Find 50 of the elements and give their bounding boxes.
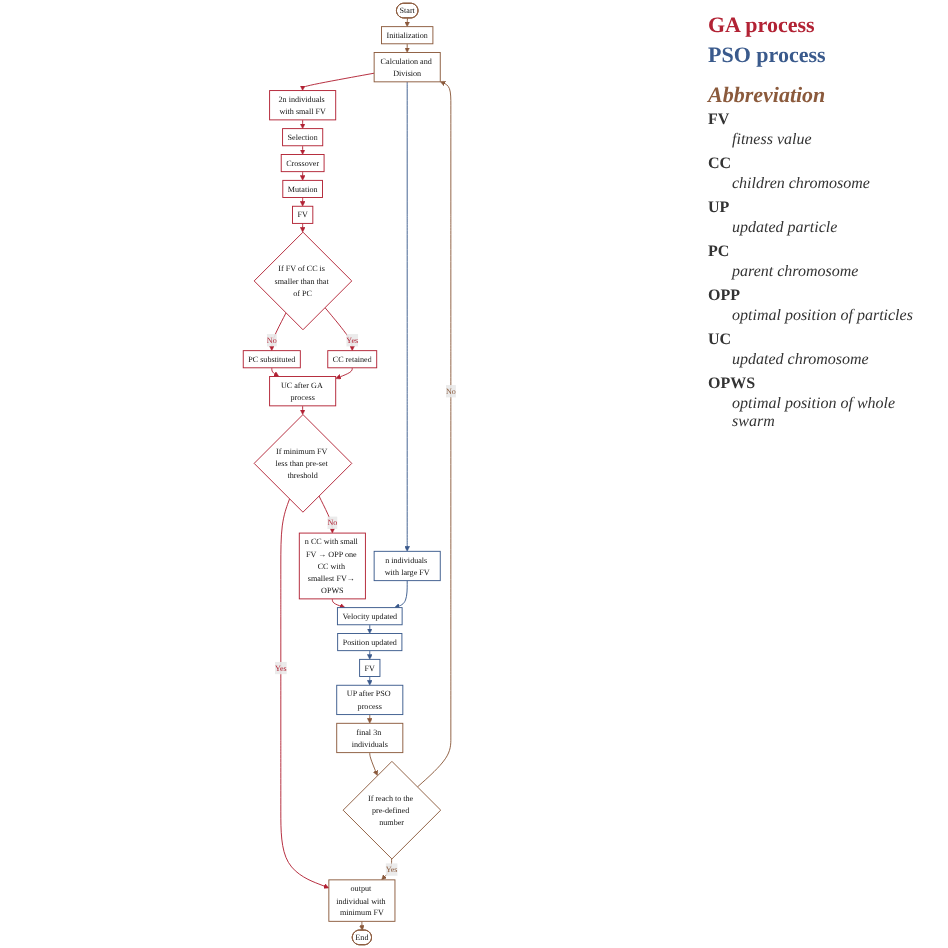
arrow — [404, 43, 411, 53]
process-label: PSO process — [708, 44, 828, 68]
node-box — [337, 607, 404, 626]
node-box — [359, 658, 381, 677]
node-box — [281, 154, 326, 173]
node-box — [374, 550, 442, 582]
abbreviation-definition: updated chromosome — [732, 350, 871, 368]
abbreviation-term: FV — [708, 110, 732, 128]
abbreviation-term: OPWS — [708, 374, 758, 392]
arrow — [367, 714, 373, 724]
node-box — [337, 633, 403, 652]
abbreviation-term: UC — [708, 330, 734, 348]
node-box — [336, 722, 404, 754]
abbreviation-definition: children chromosome — [732, 174, 872, 192]
arrow — [367, 650, 373, 660]
abbreviation-definition: fitness value — [732, 130, 814, 148]
arrow — [367, 676, 373, 686]
node-diamond — [254, 231, 353, 331]
node-box — [336, 684, 404, 716]
abbreviation-term: CC — [708, 154, 734, 172]
node-box — [292, 205, 314, 224]
process-label: GA process — [708, 14, 817, 38]
node-diamond — [343, 760, 442, 860]
node-box — [328, 879, 396, 922]
abbreviation-term: OPP — [708, 286, 742, 304]
abbreviation-definition: optimal position of whole swarm — [732, 394, 898, 430]
arrow — [300, 171, 306, 181]
node-box — [327, 350, 378, 369]
arrow — [300, 145, 306, 155]
node-box — [381, 26, 434, 45]
arrow — [404, 17, 411, 27]
node-box — [269, 90, 337, 121]
abbreviation-definition: updated particle — [732, 218, 840, 236]
node-box — [243, 350, 302, 369]
node-diamond — [254, 414, 353, 513]
node-box — [282, 128, 324, 147]
abbreviation-term: PC — [708, 242, 732, 260]
abbreviation-heading: Abbreviation — [708, 84, 828, 108]
abbreviation-definition: optimal position of particles — [732, 306, 915, 324]
arrow — [300, 197, 306, 207]
node-box — [374, 52, 442, 83]
arrow — [271, 367, 280, 377]
node-box — [269, 376, 337, 407]
arrow — [367, 624, 373, 634]
node-box — [299, 532, 367, 600]
abbreviation-definition: parent chromosome — [732, 262, 861, 280]
node-box — [282, 179, 324, 198]
arrow — [300, 405, 306, 415]
abbreviation-term: UP — [708, 198, 732, 216]
arrow — [300, 119, 306, 129]
